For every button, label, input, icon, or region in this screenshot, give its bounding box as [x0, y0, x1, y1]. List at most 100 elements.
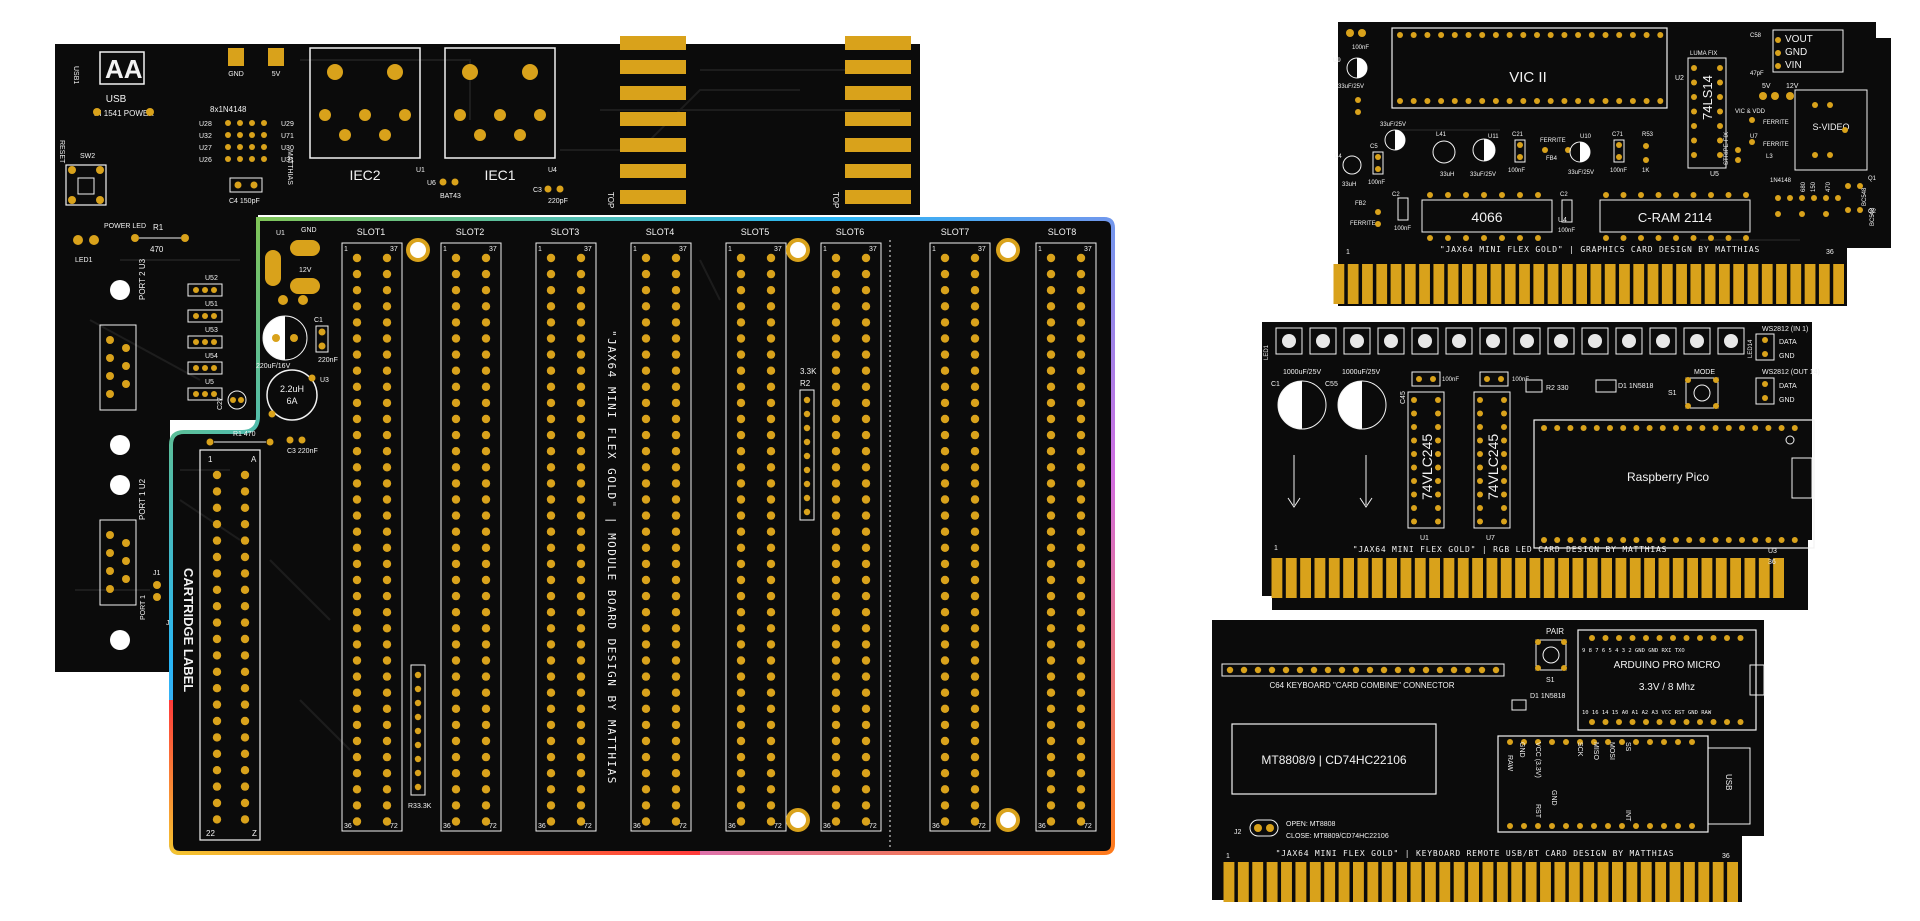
resistor-network-r2: 3.3K R2 — [799, 367, 817, 521]
c71-label: C71 — [1612, 132, 1624, 138]
slot-pin-label: 37 — [489, 246, 497, 253]
bc548-label: BC548 — [1862, 187, 1868, 206]
slot-pin-label: 36 — [633, 823, 641, 830]
pico-label: Raspberry Pico — [1627, 470, 1709, 484]
mt8808-chip: MT8808/9 | CD74HC22106 — [1261, 753, 1407, 767]
r1-value: 470 — [150, 245, 164, 254]
graphics-card: VIC II U2 74LS14 U5 4066 U4 C-RAM 2114 V… — [1333, 22, 1891, 306]
cap33-label: 33uF/25V — [1568, 170, 1594, 176]
slot-pin-label: 37 — [869, 246, 877, 253]
data-label: DATA — [1779, 339, 1797, 346]
nf100-label: 100nF — [1394, 226, 1411, 232]
nf100-label: 100nF — [1442, 377, 1459, 383]
vout-label: VOUT — [1785, 34, 1813, 45]
cartridge-label: CARTRIDGE LABEL — [181, 568, 196, 692]
c27-label: C27 — [217, 397, 224, 410]
in4148-label: 1N4148 — [1770, 178, 1792, 184]
slot-pin-label: 36 — [932, 823, 940, 830]
pin36-label: 36 — [1722, 853, 1730, 860]
c3-label: C3 220nF — [287, 448, 318, 455]
v12-label: 12V — [1786, 83, 1799, 90]
ferrite-label: FERRITE — [1540, 138, 1566, 144]
module-board-title: "JAX64 MINI FLEX GOLD" | MODULE BOARD DE… — [605, 330, 618, 785]
gnd-label: GND — [228, 71, 244, 78]
cap33-label: 33uF/25V — [1380, 122, 1406, 128]
d1-label: D1 1N5818 — [1618, 383, 1654, 390]
iec2-socket: IEC2 U1 — [309, 47, 425, 183]
j1-label: J1 — [153, 570, 161, 577]
inductor-value: 2.2uH — [280, 384, 304, 394]
r680-label: 680 — [1801, 181, 1807, 192]
keyboard-card-title: "JAX64 MINI FLEX GOLD" | KEYBOARD REMOTE… — [1276, 849, 1675, 858]
diode-label: U29 — [281, 121, 294, 128]
ferrite-label: FERRITE — [1763, 142, 1789, 148]
reset-label: RESET — [58, 140, 65, 164]
int-label: INT — [1624, 810, 1631, 822]
data-label: DATA — [1779, 383, 1797, 390]
usb-glyph: AA — [105, 54, 143, 84]
c3-label: C3 — [533, 187, 542, 194]
power-label: PI 1541 POWER — [94, 109, 154, 118]
c1-label: C1 — [314, 317, 323, 324]
svideo-label: S-VIDEO — [1812, 122, 1849, 132]
keyboard-card: C64 KEYBOARD "CARD COMBINE" CONNECTOR PA… — [1212, 620, 1765, 902]
inductor-amp: 6A — [286, 396, 297, 406]
arduino-bottom-pins: 10 16 14 15 A0 A1 A2 A3 VCC RST GND RAW — [1582, 710, 1712, 716]
usb-label: USB — [106, 94, 127, 105]
r1-label: R1 470 — [233, 431, 256, 438]
r3-value: 3.3K — [417, 803, 432, 810]
v5-label: 5V — [1762, 83, 1771, 90]
top-label: TOP — [606, 192, 615, 208]
r2-label: R2 — [800, 379, 811, 388]
mode-button[interactable] — [1685, 377, 1719, 409]
slot-pin-label: 1 — [633, 246, 637, 253]
slot-pin-label: 36 — [1038, 823, 1046, 830]
u3-label: U3 — [320, 377, 329, 384]
slot-pin-label: 36 — [344, 823, 352, 830]
port2-label: PORT 2 U3 — [138, 258, 147, 300]
c4-label: C4 150pF — [229, 198, 260, 205]
chip-cram: C-RAM 2114 — [1638, 210, 1712, 225]
port1b-label: PORT 1 — [140, 595, 147, 620]
electrolytic-cap — [262, 315, 308, 361]
k1-label: 1K — [1642, 168, 1649, 174]
gnd-label: GND — [1779, 353, 1795, 360]
slot-label: SLOT7 — [941, 227, 970, 237]
c2-label: 220uF/16V — [256, 363, 291, 370]
nf100-label: 100nF — [1512, 377, 1529, 383]
pin1-label: 1 — [1346, 249, 1350, 256]
u2-label: U2 — [1675, 75, 1684, 82]
mode-label: MODE — [1694, 369, 1715, 376]
cap33-label: 33uF/25V — [1470, 172, 1496, 178]
cart-pin-z: Z — [252, 829, 257, 838]
slot-pin-label: 72 — [679, 823, 687, 830]
c58-label: C58 — [1750, 33, 1762, 39]
board-edge-fingers — [620, 36, 911, 204]
cap-c1: C1 1000uF/25V — [1271, 369, 1327, 508]
v5-label: 5V — [272, 71, 281, 78]
c58-value: 47pF — [1750, 71, 1764, 77]
iec2-label: IEC2 — [349, 167, 380, 183]
pair-button[interactable] — [1535, 639, 1567, 671]
reset-switch[interactable] — [65, 164, 107, 206]
resistor-network-r3: R3 3.3K — [408, 664, 432, 810]
arduino-label: ARDUINO PRO MICRO — [1614, 660, 1721, 671]
diode-label: U27 — [199, 145, 212, 152]
c21-label: C21 — [1512, 132, 1524, 138]
slot-pin-label: 72 — [869, 823, 877, 830]
slot-pin-label: 37 — [584, 246, 592, 253]
vic-vdd-label: VIC & VDD — [1735, 109, 1766, 115]
bc548-label: BC548 — [1870, 207, 1876, 226]
bt-module: USB RAW GND VCC (3.3V) RST GND SCK MISO … — [1497, 735, 1751, 833]
c55-label: C55 — [1325, 381, 1338, 388]
slot-headers: SLOT1 SLOT2 SLOT3 SLOT4 SLOT5 SLOT6 SLOT… — [357, 227, 1077, 237]
slot-pin-label: 1 — [1038, 246, 1042, 253]
sw2-label: SW2 — [80, 153, 95, 160]
r2-label: R2 330 — [1546, 385, 1569, 392]
r2-value: 3.3K — [800, 367, 817, 376]
